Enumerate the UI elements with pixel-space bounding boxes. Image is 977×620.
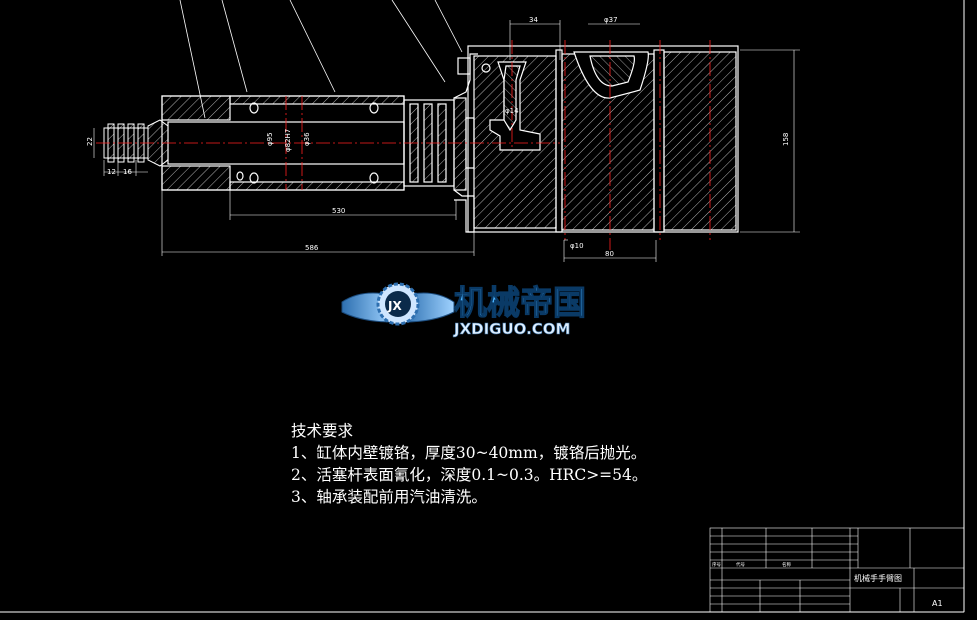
dim-phi10: φ10 bbox=[570, 242, 584, 250]
notes-heading: 技术要求 bbox=[291, 422, 354, 440]
dim-22: 22 bbox=[86, 137, 94, 146]
dim-phi95: φ95 bbox=[266, 132, 274, 146]
tb-col-name: 名称 bbox=[782, 561, 791, 568]
centerlines bbox=[96, 40, 711, 250]
watermark-logo: JX 机械帝国 JXDIGUO.COM bbox=[341, 282, 587, 338]
note-item-2: 2、活塞杆表面氰化，深度0.1~0.3。HRC>=54。 bbox=[291, 466, 648, 484]
dim-phi14: φ14 bbox=[505, 107, 519, 115]
wrist-housing bbox=[457, 45, 739, 233]
dim-80: 80 bbox=[605, 250, 614, 258]
logo-chinese: 机械帝国 bbox=[454, 283, 586, 322]
title-block bbox=[709, 527, 965, 613]
tb-col-seq: 序号 bbox=[712, 561, 721, 568]
dim-586: 586 bbox=[305, 244, 319, 252]
dim-16: 16 bbox=[123, 168, 132, 176]
dim-34: 34 bbox=[529, 16, 538, 24]
dim-phi37: φ37 bbox=[604, 16, 618, 24]
dimension-labels: 34 φ37 φ14 158 φ10 80 530 586 12 16 22 φ… bbox=[86, 16, 790, 258]
dim-12: 12 bbox=[107, 168, 116, 176]
dim-phi36: φ36 bbox=[303, 132, 311, 146]
dim-158: 158 bbox=[782, 133, 790, 146]
tb-sheet-size: A1 bbox=[932, 599, 943, 608]
dim-phi82h7: φ82H7 bbox=[284, 129, 292, 152]
tb-col-code: 代号 bbox=[736, 561, 745, 568]
note-item-1: 1、缸体内壁镀铬，厚度30~40mm，镀铬后抛光。 bbox=[291, 444, 647, 462]
dimension-lines bbox=[93, 20, 800, 262]
emblem-text: JX bbox=[387, 299, 402, 313]
tb-drawing-title: 机械手手臂图 bbox=[854, 573, 902, 583]
note-item-3: 3、轴承装配前用汽油清洗。 bbox=[291, 488, 487, 506]
technical-requirements: 技术要求 1、缸体内壁镀铬，厚度30~40mm，镀铬后抛光。 2、活塞杆表面氰化… bbox=[291, 420, 647, 508]
logo-english: JXDIGUO.COM bbox=[453, 320, 570, 338]
title-block-text: 序号 代号 名称 机械手手臂图 A1 bbox=[712, 561, 943, 608]
dim-530: 530 bbox=[332, 207, 345, 215]
